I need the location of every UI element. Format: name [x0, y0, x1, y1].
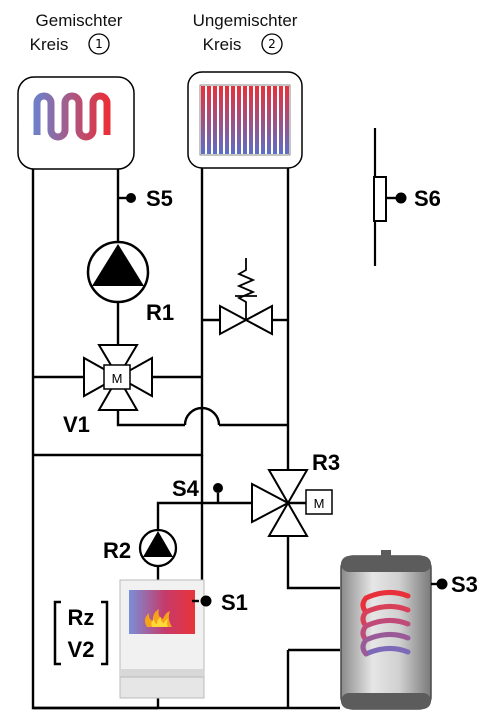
- valve-r3-label: R3: [312, 450, 340, 475]
- sensor-s5: S5: [118, 186, 173, 211]
- sensor-s6-label: S6: [414, 186, 441, 211]
- tank-coil: [360, 590, 411, 657]
- hot-water-tank: S3: [340, 550, 478, 710]
- mixed-circuit-number: 1: [95, 37, 103, 51]
- sensor-s6-dot: [395, 192, 407, 204]
- pump-r1-label: R1: [146, 300, 174, 325]
- sensor-s4-label: S4: [172, 476, 200, 501]
- sensor-s4: S4: [172, 476, 223, 503]
- mixed-circuit-title: Gemischter: [36, 11, 123, 30]
- sensor-s3-dot: [436, 578, 448, 590]
- sensor-s6: S6: [373, 128, 441, 266]
- valve-v1-motor-label: M: [112, 371, 123, 386]
- overflow-valve-spring-icon: [236, 258, 256, 320]
- unmixed-circuit-subtitle: Kreis: [203, 35, 242, 54]
- valve-r3-motor-label: M: [314, 496, 325, 511]
- pipework: [31, 168, 340, 710]
- sensor-s1-dot: [200, 595, 212, 607]
- pump-r2: R2: [103, 528, 178, 568]
- boiler-type-label: Rz V2: [53, 600, 109, 666]
- boiler-flame-icon: [144, 609, 172, 627]
- pump-r2-arrow-icon: [143, 531, 173, 557]
- sensor-s3-label: S3: [451, 572, 478, 597]
- mixed-circuit-number-circle: [88, 33, 110, 55]
- radiator-1-coil: [33, 92, 111, 141]
- boiler-burner-window: [129, 590, 195, 634]
- unmixed-circuit-number-circle: [261, 33, 283, 55]
- radiator-2-bars: [199, 84, 291, 156]
- mixed-circuit-radiator: [17, 76, 135, 170]
- valve-r3-motor-box: [305, 489, 333, 515]
- mixed-circuit-header: Gemischter Kreis 1: [30, 11, 123, 55]
- pump-r1-arrow-icon: [92, 244, 144, 286]
- pump-r2-label: R2: [103, 538, 131, 563]
- pump-r1: R1: [86, 240, 174, 325]
- valve-v1-motor-box: [103, 364, 131, 390]
- boiler-type-line-1: Rz: [68, 605, 95, 630]
- overflow-valve: [219, 258, 273, 336]
- unmixed-circuit-header: Ungemischter Kreis 2: [193, 11, 298, 55]
- boiler: S1: [119, 579, 248, 699]
- unmixed-circuit-title: Ungemischter: [193, 11, 298, 30]
- sensor-s4-dot: [213, 483, 223, 493]
- sensor-s5-label: S5: [146, 186, 173, 211]
- unmixed-circuit-number: 2: [268, 37, 276, 51]
- boiler-type-line-2: V2: [68, 637, 95, 662]
- unmixed-circuit-radiator: [187, 71, 303, 169]
- mixing-valve-v1: M V1: [63, 344, 153, 437]
- sensor-s6-body: [373, 176, 387, 222]
- mixed-circuit-subtitle: Kreis: [30, 35, 69, 54]
- sensor-s1-label: S1: [221, 590, 248, 615]
- sensor-s5-dot: [126, 193, 136, 203]
- switching-valve-r3: M R3: [251, 450, 340, 537]
- valve-v1-label: V1: [63, 412, 90, 437]
